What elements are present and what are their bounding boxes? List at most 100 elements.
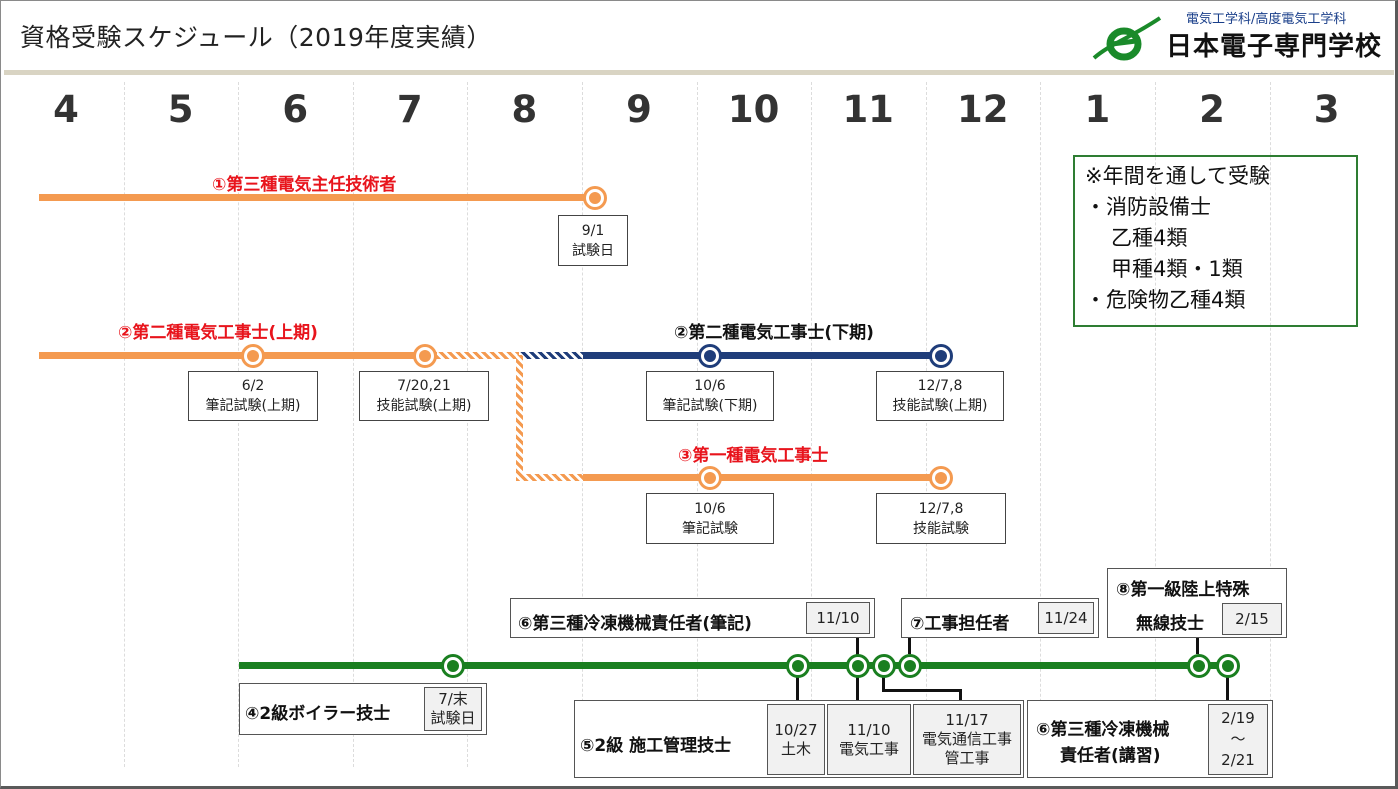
q2-first-skill-box: 7/20,21 技能試験(上期) [359,371,489,421]
q3-branch-connector [516,355,523,481]
q2-first-written-date: 6/2 [241,378,265,394]
note-line: 乙種4類 [1111,226,1188,250]
q2-first-transition [437,352,519,359]
q3-timeline [583,474,943,481]
school-name: 日本電子専門学校 [1166,32,1383,62]
month-label: 6 [282,88,309,131]
q8-box: ⑧第一級陸上特殊 無線技士 2/15 [1107,568,1287,638]
q7-title: ⑦工事担任者 [910,614,1010,634]
q2-second-written-date: 10/6 [694,378,726,394]
month-label: 10 [727,88,780,131]
q2-second-skill-marker [929,344,953,368]
q2-first-skill-marker [413,344,437,368]
q1-title: ①第三種電気主任技術者 [212,175,397,195]
q7-connector [908,638,911,654]
month-label: 3 [1313,88,1340,131]
q6-course-title-line2: 責任者(講習) [1060,746,1161,766]
month-label: 7 [396,88,423,131]
q5-telecom-connector-c [959,689,962,702]
q3-written-date: 10/6 [694,500,726,517]
q3-written-box: 10/6 筆記試験 [646,493,774,544]
q2-second-skill-date: 12/7,8 [917,378,963,394]
q3-skill-date: 12/7,8 [918,500,964,517]
q8-title-line1: ⑧第一級陸上特殊 [1116,580,1250,600]
q3-written-label: 筆記試験 [682,520,738,537]
q4-label: 試験日 [430,709,476,727]
q5-civil-connector [796,674,799,702]
q5-electric-box: 11/10 電気工事 [827,704,911,775]
q2-first-skill-date: 7/20,21 [397,378,451,394]
q6-course-box: ⑥第三種冷凍機械 責任者(講習) 2/19 ～ 2/21 [1027,700,1273,778]
q5-telecom-box: 11/17 電気通信工事 管工事 [913,704,1021,775]
q5-electric-label: 電気工事 [838,739,899,758]
q5-telecom-marker [872,654,896,678]
q2-first-timeline [39,352,437,359]
q8-title-line2: 無線技士 [1136,614,1204,634]
q5-electric-date: 11/10 [847,720,891,739]
q8-date: 2/15 [1222,603,1282,635]
month-gridline [697,82,698,767]
q2-second-skill-label: 技能試験(上期) [892,398,988,414]
q5-box: ⑤2級 施工管理技士 10/27 土木 11/10 電気工事 11/17 電気通… [574,700,1024,778]
month-label: 11 [842,88,894,131]
q2-first-written-label: 筆記試験(上期) [205,398,301,414]
q6-course-tilde: ～ [1230,730,1246,748]
q6-course-date-to: 2/21 [1221,751,1255,769]
q2-first-skill-label: 技能試験(上期) [376,398,472,414]
q2-second-written-box: 10/6 筆記試験(下期) [646,371,774,421]
q2-first-written-marker [241,344,265,368]
month-label: 2 [1199,88,1225,131]
year-round-note: ※年間を通して受験 ・消防設備士 乙種4類 甲種4類・1類 ・危険物乙種4類 [1073,155,1358,327]
q8-marker [1187,654,1211,678]
note-line: ・消防設備士 [1085,195,1211,219]
q5-electric-marker [846,654,870,678]
q6-course-date-from: 2/19 [1221,709,1255,727]
q8-connector [1196,638,1199,654]
month-label: 1 [1084,88,1111,131]
q5-title: ⑤2級 施工管理技士 [580,736,732,756]
q3-title: ③第一種電気工事士 [678,446,829,466]
q6-course-date-box: 2/19 ～ 2/21 [1208,704,1268,775]
note-line: 甲種4類・1類 [1111,257,1243,281]
month-gridline [582,82,583,767]
month-label: 4 [53,88,79,131]
month-gridline [124,82,125,767]
q6-written-box: ⑥第三種冷凍機械責任者(筆記) 11/10 [510,598,875,638]
q5-civil-marker [786,654,810,678]
q1-exam-label: 試験日 [572,242,614,259]
q5-civil-label: 土木 [780,739,811,758]
q6-written-title: ⑥第三種冷凍機械責任者(筆記) [518,614,752,634]
q2-second-written-label: 筆記試験(下期) [662,398,758,414]
q7-marker [898,654,922,678]
q2-second-transition [519,352,583,359]
q6-written-date: 11/10 [806,602,870,634]
q3-written-marker [698,466,722,490]
q4-title: ④2級ボイラー技士 [245,704,391,724]
month-gridline [1040,82,1041,767]
q6-course-connector [1226,674,1229,700]
page-title: 資格受験スケジュール（2019年度実績） [20,23,492,52]
q5-civil-date: 10/27 [774,720,818,739]
note-heading: ※年間を通して受験 [1085,164,1270,188]
header-divider [4,70,1394,75]
month-gridline [353,82,354,767]
q4-box: ④2級ボイラー技士 7/末 試験日 [239,683,487,735]
month-label: 12 [957,88,1009,131]
q6-course-title-line1: ⑥第三種冷凍機械 [1036,720,1170,740]
q5-pipe-label: 管工事 [944,749,990,767]
q2-second-written-marker [698,344,722,368]
month-gridline [238,82,239,767]
q2-second-skill-box: 12/7,8 技能試験(上期) [876,371,1004,421]
department-name: 電気工学科/高度電気工学科 [1186,12,1347,27]
q3-skill-box: 12/7,8 技能試験 [876,493,1006,544]
q2-second-timeline [583,352,943,359]
q5-telecom-connector-a [882,674,885,692]
q7-date: 11/24 [1038,602,1094,634]
q5-telecom-connector-b [882,689,962,692]
green-timeline [239,662,1230,669]
month-gridline [467,82,468,767]
q7-box: ⑦工事担任者 11/24 [901,598,1099,638]
q2-first-written-box: 6/2 筆記試験(上期) [188,371,318,421]
q5-telecom-label: 電気通信工事 [921,730,1012,748]
